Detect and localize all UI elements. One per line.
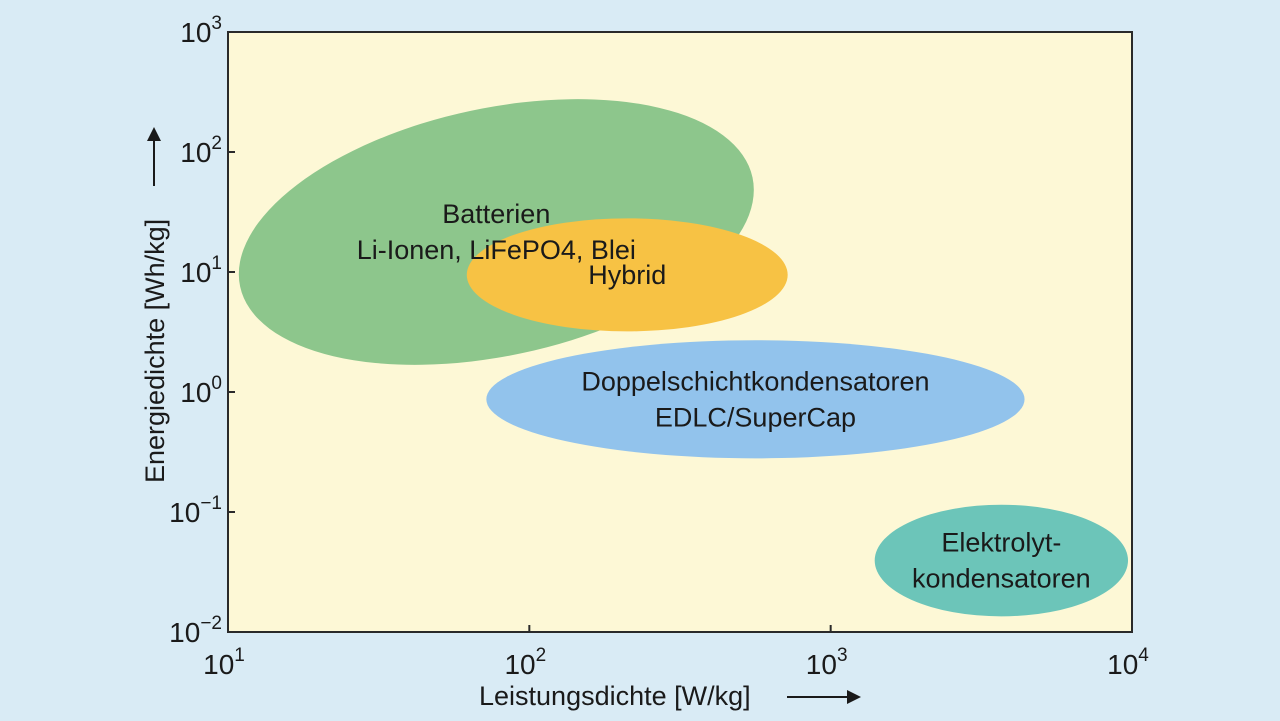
y-tick-exponent: 0 — [211, 373, 222, 394]
region-label-line: kondensatoren — [912, 564, 1091, 594]
region-label-electrolytic: Elektrolyt-kondensatoren — [912, 528, 1091, 594]
y-tick-exponent: 2 — [211, 133, 222, 154]
region-edlc — [486, 340, 1025, 459]
x-tick-base: 10 — [504, 649, 535, 680]
y-tick-exponent: 1 — [211, 253, 222, 274]
region-label-line: Hybrid — [588, 260, 666, 290]
region-label-line: Batterien — [442, 199, 550, 229]
regions — [238, 99, 1129, 617]
y-tick-base: 10 — [180, 137, 211, 168]
region-label-line: Li-Ionen, LiFePO4, Blei — [357, 235, 636, 265]
x-tick-label: 101 — [203, 645, 245, 680]
y-tick-exponent: −2 — [200, 613, 222, 634]
x-tick-label: 103 — [806, 645, 848, 680]
region-label-hybrid: Hybrid — [588, 260, 666, 290]
region-label-line: Elektrolyt- — [941, 528, 1061, 558]
y-tick-label: 101 — [180, 253, 222, 288]
y-tick-label: 103 — [180, 13, 222, 48]
y-tick-base: 10 — [180, 257, 211, 288]
x-tick-exponent: 3 — [837, 645, 848, 666]
y-tick-base: 10 — [180, 17, 211, 48]
x-axis-arrow — [787, 690, 861, 704]
x-axis-title: Leistungsdichte [W/kg] — [479, 681, 751, 711]
y-tick-exponent: 3 — [211, 13, 222, 34]
region-label-line: Doppelschichtkondensatoren — [581, 366, 929, 396]
x-tick-base: 10 — [1107, 649, 1138, 680]
y-tick-base: 10 — [169, 617, 200, 648]
y-tick-label: 10−2 — [169, 613, 222, 648]
x-tick-exponent: 2 — [536, 645, 547, 666]
region-hybrid — [466, 218, 788, 332]
y-tick-label: 100 — [180, 373, 222, 408]
y-tick-label: 102 — [180, 133, 222, 168]
y-tick-base: 10 — [169, 497, 200, 528]
x-tick-label: 102 — [504, 645, 546, 680]
y-axis-arrow — [147, 127, 161, 186]
x-tick-exponent: 4 — [1138, 645, 1149, 666]
x-tick-base: 10 — [806, 649, 837, 680]
region-electrolytic — [874, 504, 1129, 617]
x-tick-label: 104 — [1107, 645, 1149, 680]
y-axis-title: Energiedichte [Wh/kg] — [140, 219, 170, 483]
x-tick-exponent: 1 — [234, 645, 245, 666]
plot-frame — [227, 31, 1133, 633]
y-tick-base: 10 — [180, 377, 211, 408]
y-tick-label: 10−1 — [169, 493, 222, 528]
x-tick-base: 10 — [203, 649, 234, 680]
region-label-line: EDLC/SuperCap — [655, 402, 856, 432]
y-tick-exponent: −1 — [200, 493, 222, 514]
